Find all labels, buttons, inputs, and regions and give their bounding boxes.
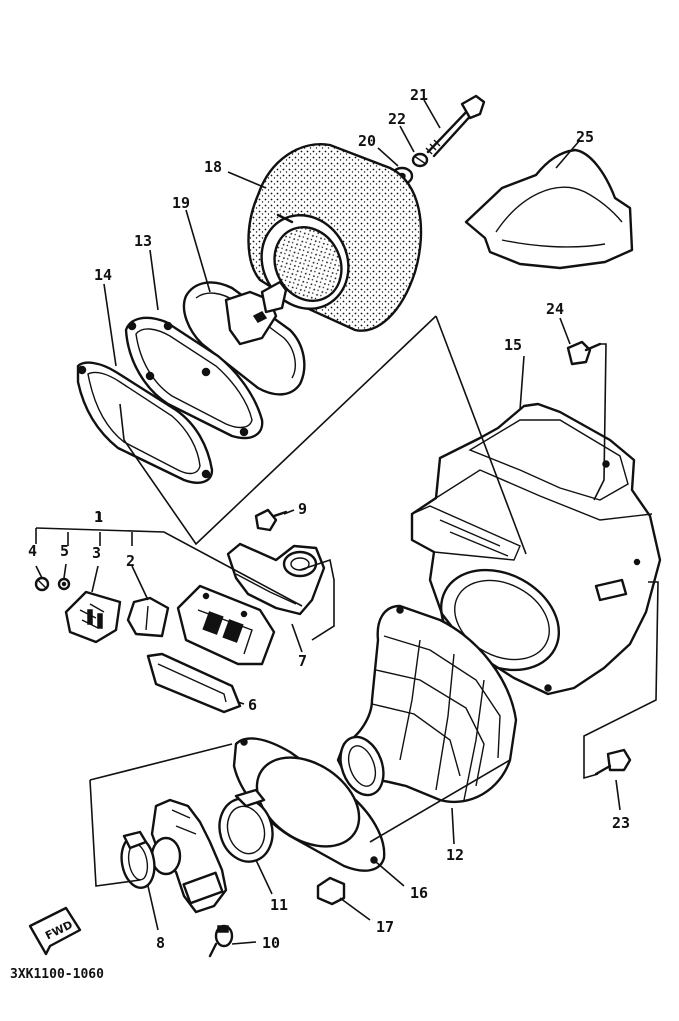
callout-3: 3 bbox=[92, 544, 101, 562]
callout-23: 23 bbox=[612, 814, 630, 832]
callout-15: 15 bbox=[504, 336, 522, 354]
callout-22: 22 bbox=[388, 110, 406, 128]
part-1-reed-valve-assembly bbox=[176, 584, 276, 666]
carburetor bbox=[150, 798, 228, 914]
part-25-cover bbox=[464, 148, 634, 270]
callout-8: 8 bbox=[156, 934, 165, 952]
callout-16: 16 bbox=[410, 884, 428, 902]
callout-numbers: 1 2 3 4 5 6 7 8 9 10 11 12 13 14 15 16 1… bbox=[28, 86, 630, 952]
part-22-spring bbox=[411, 152, 429, 168]
callout-10: 10 bbox=[262, 934, 280, 952]
part-10-clip bbox=[208, 924, 234, 958]
callout-20: 20 bbox=[358, 132, 376, 150]
callout-leaders bbox=[35, 99, 621, 945]
callout-25: 25 bbox=[576, 128, 594, 146]
reference-code: 3XK1100-1060 bbox=[10, 967, 104, 982]
part-15-air-filter-case bbox=[410, 402, 662, 696]
part-16-flange-gasket bbox=[232, 737, 386, 872]
callout-9: 9 bbox=[298, 500, 307, 518]
part-24-bolt bbox=[566, 340, 602, 366]
callout-17: 17 bbox=[376, 918, 394, 936]
part-4-screw bbox=[34, 576, 50, 592]
part-6-gasket bbox=[146, 652, 242, 714]
callout-7: 7 bbox=[298, 652, 307, 670]
part-13-gasket-frame bbox=[124, 316, 264, 440]
callout-14: 14 bbox=[94, 266, 112, 284]
part-19-filter-cage bbox=[182, 280, 306, 396]
part-21-bolt bbox=[425, 94, 486, 158]
part-7-manifold bbox=[226, 542, 326, 616]
part-3-reed-stopper bbox=[64, 590, 122, 644]
part-23-bolt bbox=[594, 748, 632, 776]
callout-6: 6 bbox=[248, 696, 257, 714]
part-17-nut bbox=[316, 876, 346, 906]
part-12-intake-joint bbox=[336, 604, 518, 803]
part-14-gasket bbox=[76, 361, 214, 484]
callout-21: 21 bbox=[410, 86, 428, 104]
callout-13: 13 bbox=[134, 232, 152, 250]
callout-24: 24 bbox=[546, 300, 564, 318]
callout-18: 18 bbox=[204, 158, 222, 176]
callout-12: 12 bbox=[446, 846, 464, 864]
callout-19: 19 bbox=[172, 194, 190, 212]
fwd-arrow-icon: FWD bbox=[28, 906, 82, 956]
part-5-washer bbox=[57, 577, 71, 591]
callout-5: 5 bbox=[60, 542, 69, 560]
callout-2: 2 bbox=[126, 552, 135, 570]
callout-11: 11 bbox=[270, 896, 288, 914]
part-9-bolt bbox=[254, 508, 288, 532]
part-8-clamp bbox=[120, 830, 156, 889]
part-11-hose-clamp bbox=[218, 788, 274, 863]
part-2-reed-petal bbox=[126, 596, 170, 638]
callout-4: 4 bbox=[28, 542, 37, 560]
assembly-brackets bbox=[35, 315, 659, 887]
callout-1: 1 bbox=[94, 508, 103, 526]
